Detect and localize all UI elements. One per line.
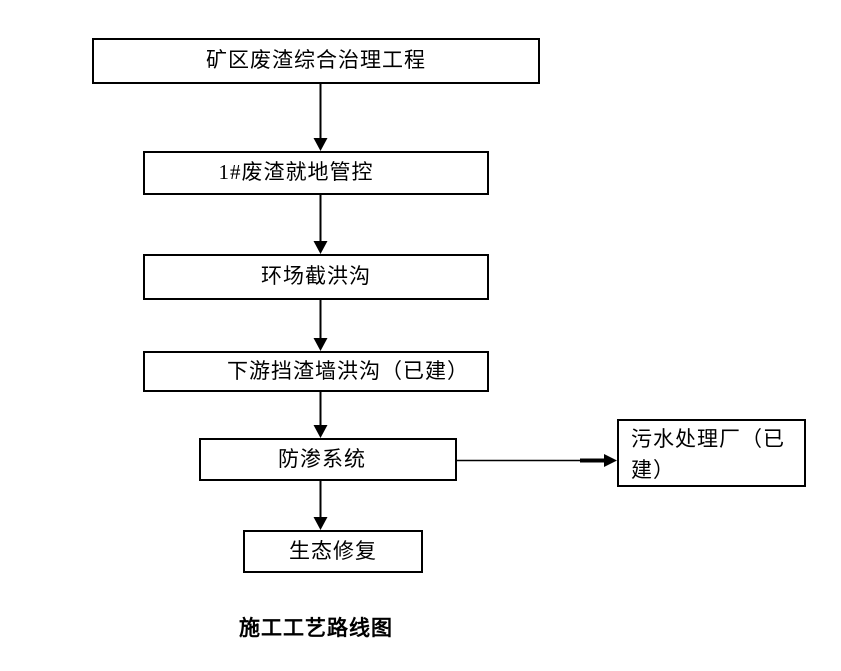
node-eco-restoration: 生态修复: [243, 530, 423, 573]
node-label: 污水处理厂（已建）: [631, 427, 785, 482]
node-label: 防渗系统: [278, 446, 366, 471]
node-downstream-slag-wall: 下游挡渣墙洪沟（已建）: [143, 351, 489, 392]
node-label: 下游挡渣墙洪沟（已建）: [227, 358, 469, 383]
arrow-ditch-to-wall: [313, 300, 328, 351]
arrow-seepage-to-eco: [313, 481, 328, 530]
node-mine-waste-project: 矿区废渣综合治理工程: [92, 38, 540, 84]
arrow-control-to-ditch: [313, 195, 328, 254]
node-sewage-plant: 污水处理厂（已建）: [617, 419, 806, 487]
node-label: 1#废渣就地管控: [218, 160, 374, 185]
arrow-wall-to-seepage: [313, 392, 328, 438]
node-waste-onsite-control: 1#废渣就地管控: [143, 151, 489, 195]
node-anti-seepage-system: 防渗系统: [199, 438, 457, 481]
node-ring-flood-ditch: 环场截洪沟: [143, 254, 489, 300]
arrow-seepage-to-plant: [457, 454, 617, 467]
node-label: 环场截洪沟: [261, 264, 371, 289]
diagram-caption: 施工工艺路线图: [239, 616, 393, 640]
node-label: 矿区废渣综合治理工程: [206, 48, 426, 73]
node-label: 生态修复: [289, 538, 377, 563]
arrow-project-to-control: [313, 84, 328, 151]
